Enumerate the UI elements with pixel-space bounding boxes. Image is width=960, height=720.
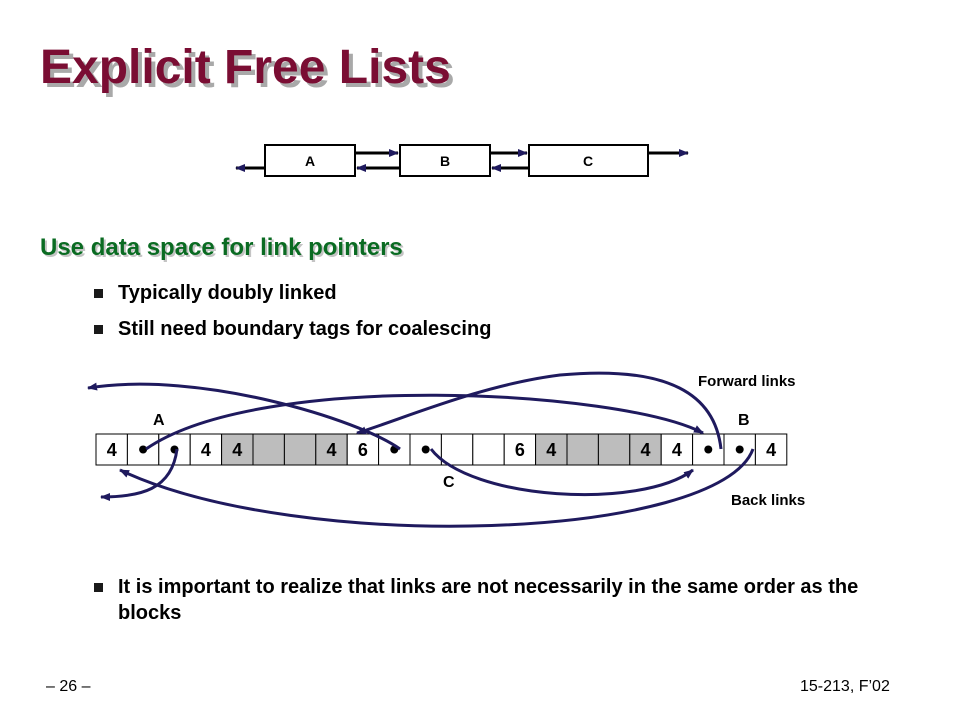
- memory-cell-value: 6: [358, 440, 368, 460]
- bullet-doubly-linked: Typically doubly linked: [90, 280, 491, 306]
- course-label: 15-213, F’02: [800, 678, 890, 695]
- slide-title: Explicit Free Lists: [40, 41, 451, 94]
- node-a-box: [264, 144, 356, 177]
- memory-cell: [472, 433, 505, 466]
- label-block-c: C: [443, 474, 455, 491]
- node-c-label: C: [583, 153, 593, 169]
- bullet-text: Still need boundary tags for coalescing: [118, 318, 492, 340]
- memory-cell-value: 4: [201, 440, 211, 460]
- memory-cell-value: 4: [672, 440, 682, 460]
- memory-cell: [440, 433, 474, 466]
- memory-cell: [221, 433, 254, 466]
- block-cells: 4 4 4 4 6 6 4 4 4 4: [95, 433, 788, 466]
- memory-cell: [566, 433, 599, 466]
- link-arrows: [87, 371, 755, 528]
- memory-cell: [346, 433, 380, 466]
- bullet-boundary-tags: Still need boundary tags for coalescing: [90, 316, 491, 342]
- memory-cell: [629, 433, 662, 466]
- pointer-dot: [735, 445, 744, 454]
- memory-cell: [597, 433, 631, 466]
- top-linked-list: A B C: [235, 144, 689, 177]
- link-c-forward: [87, 382, 401, 451]
- slide-number: – 26 –: [46, 678, 91, 695]
- memory-cell: [535, 433, 568, 466]
- pointer-dot: [421, 445, 430, 454]
- memory-cell-value: 4: [640, 440, 650, 460]
- pointer-dot: [704, 445, 713, 454]
- node-a-label: A: [305, 153, 315, 169]
- bullet-list-bottom: It is important to realize that links ar…: [90, 574, 890, 636]
- memory-cell: [660, 433, 694, 466]
- bullet-marker: [94, 289, 103, 298]
- label-forward-links: Forward links: [698, 373, 796, 390]
- memory-diagram: 4 4 4 4 6 6 4 4 4 4 A B C Forward links Back link…: [87, 371, 805, 528]
- link-c-back: [429, 448, 694, 497]
- node-c-box: [528, 144, 649, 177]
- label-block-a: A: [153, 412, 165, 429]
- memory-cell-value: 4: [107, 440, 117, 460]
- node-b-box: [399, 144, 491, 177]
- memory-cell: [189, 433, 223, 466]
- link-a-forward: [145, 393, 704, 451]
- link-b-forward: [356, 371, 723, 450]
- memory-cell-value: 4: [232, 440, 242, 460]
- bullet-list-top: Typically doubly linked Still need bound…: [90, 280, 491, 352]
- node-b-label: B: [440, 153, 450, 169]
- bullet-text: It is important to realize that links ar…: [118, 576, 859, 624]
- memory-cell-value: 4: [326, 440, 336, 460]
- bullet-marker: [94, 325, 103, 334]
- memory-cell-value: 4: [766, 440, 776, 460]
- memory-cell: [754, 433, 788, 466]
- memory-cell: [503, 433, 537, 466]
- memory-cell: [95, 433, 128, 466]
- pointer-dot: [139, 445, 148, 454]
- memory-cell: [252, 433, 285, 466]
- bullet-link-order: It is important to realize that links ar…: [90, 574, 890, 626]
- bullet-marker: [94, 583, 103, 592]
- link-a-back: [100, 448, 179, 501]
- bullet-text: Typically doubly linked: [118, 282, 337, 304]
- label-block-b: B: [738, 412, 750, 429]
- memory-cell-value: 6: [515, 440, 525, 460]
- memory-cell-value: 4: [546, 440, 556, 460]
- section-heading: Use data space for link pointers: [40, 234, 403, 261]
- memory-cell: [283, 433, 317, 466]
- link-b-back: [119, 448, 755, 528]
- label-back-links: Back links: [731, 492, 805, 509]
